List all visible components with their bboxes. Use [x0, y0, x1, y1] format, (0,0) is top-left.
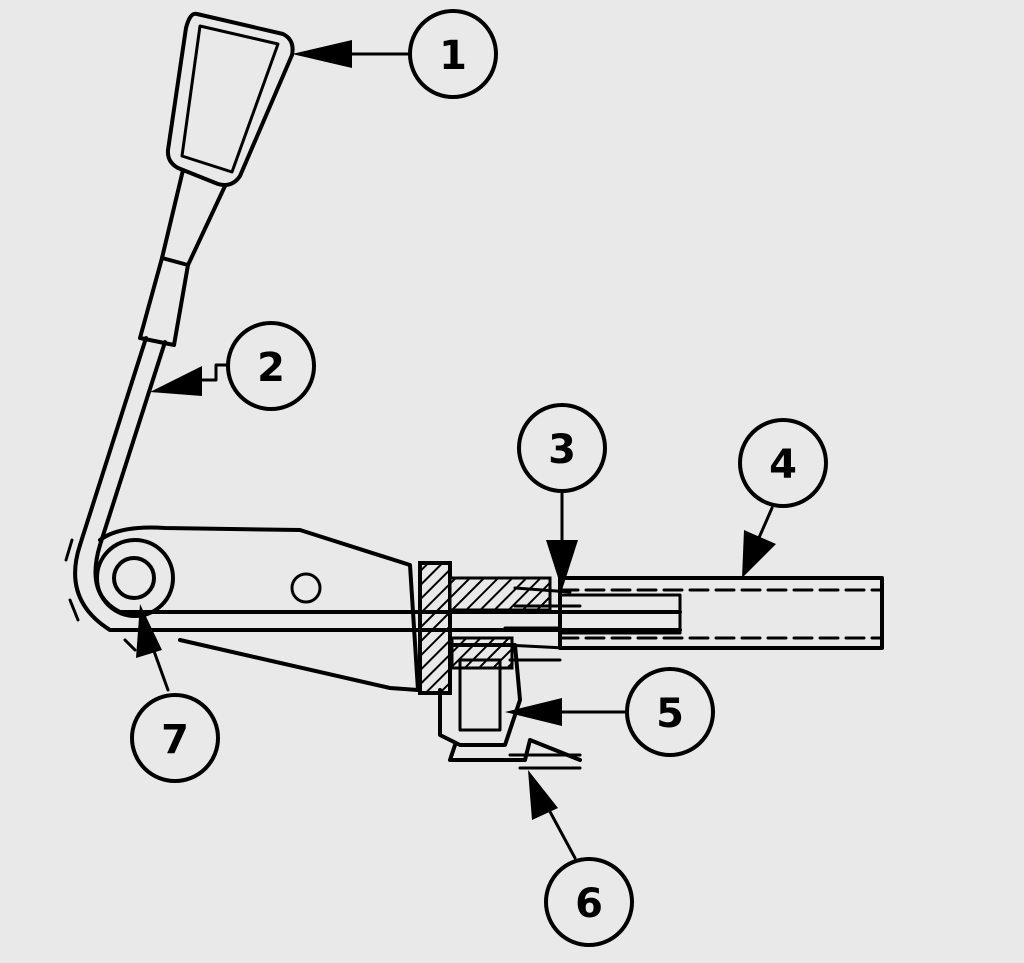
pivot-bracket: [95, 525, 420, 692]
bracket-hole: [290, 572, 322, 604]
lever-shaft: [64, 168, 422, 652]
lever-knob: [165, 11, 295, 187]
callout-1: 1: [408, 9, 498, 99]
callout-5-label: 5: [656, 691, 684, 737]
shift-tube: [418, 576, 884, 650]
callout-7-label: 7: [161, 717, 189, 763]
callout-4-label: 4: [769, 442, 797, 488]
callout-3: 3: [517, 403, 607, 493]
pivot-boss: [95, 538, 175, 618]
leader-arrows: [136, 40, 776, 860]
callout-7: 7: [130, 693, 220, 783]
callout-3-label: 3: [548, 427, 576, 473]
callout-2: 2: [226, 321, 316, 411]
callout-1-label: 1: [439, 33, 467, 79]
housing-section: [418, 561, 582, 770]
callout-5: 5: [625, 667, 715, 757]
callout-6-label: 6: [575, 881, 603, 927]
callout-6: 6: [544, 857, 634, 947]
callout-4: 4: [738, 418, 828, 508]
callout-2-label: 2: [257, 345, 285, 391]
pivot-hole: [112, 556, 156, 600]
